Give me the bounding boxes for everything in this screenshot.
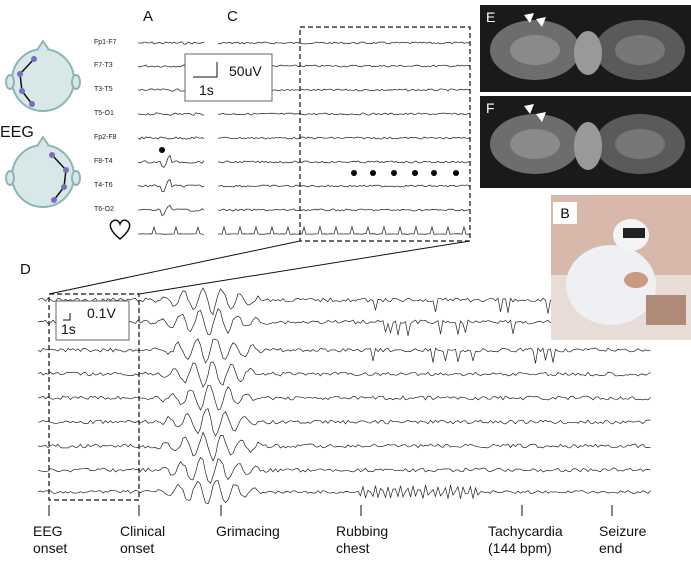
eeg-trace [137,112,205,116]
event-label-line1: Seizure [599,523,647,539]
scale-bar-c [193,62,218,78]
event-label-line1: EEG [33,523,63,539]
panel-letter-b: B [553,202,577,224]
event-label-line1: Grimacing [216,523,280,539]
eeg-trace [37,338,651,364]
eeg-trace [37,384,651,411]
head-diagram-left [5,39,81,112]
mri-image-f [490,104,685,174]
mri-panel-f: F [480,96,691,188]
eeg-trace [218,225,470,235]
channel-label: Fp2-F8 [94,134,117,141]
event-label-line2: chest [336,540,370,556]
event-label-line2: onset [33,540,68,556]
eeg-trace [218,184,471,188]
eeg-trace [137,178,205,193]
mri-panel-e: E [480,5,691,92]
event-label: Grimacing [216,523,280,540]
patient-photo: B [551,195,691,340]
eeg-trace [217,208,471,212]
eeg-trace [37,480,651,505]
spike-markers-c [351,170,459,176]
eeg-trace [138,41,205,45]
channel-label: T5-O1 [94,110,114,117]
event-label-line2: end [599,540,623,556]
event-label: Tachycardia(144 bpm) [488,523,563,557]
channel-label: Fp1-F7 [94,39,117,46]
event-label-line1: Rubbing [336,523,389,539]
channel-label: T3-T5 [94,86,113,93]
mri-image-e [490,13,685,80]
event-ticks [48,505,613,516]
eeg-trace [137,136,205,140]
eeg-traces-panel-d [37,287,651,505]
event-label-line2: (144 bpm) [488,540,552,556]
eeg-trace [138,225,205,235]
scale-amplitude-c: 50uV [229,63,262,79]
scale-bar-d [63,313,71,321]
event-label-line1: Clinical [120,523,166,539]
eeg-trace [37,361,651,388]
channel-label: T4-T6 [94,182,113,189]
zoom-line-left [48,240,301,295]
zoom-line-right [138,240,471,295]
eeg-trace [137,154,205,168]
eeg-trace [217,41,471,45]
event-label-line1: Tachycardia [488,523,563,539]
channel-label: F7-T3 [94,62,113,69]
eeg-trace [138,204,205,217]
panel-letter-c: C [227,8,238,25]
heart-outline-icon [109,219,131,240]
eeg-trace [37,407,651,437]
event-label-line2: onset [120,540,155,556]
eeg-trace [37,431,651,462]
scale-time-d: 1s [61,321,76,337]
eeg-trace [217,112,471,116]
spike-marker-a [159,147,165,153]
zoom-box-c [299,26,471,242]
eeg-trace [37,308,651,336]
panel-letter-d: D [20,261,31,278]
eeg-trace [37,456,651,484]
eeg-trace [37,287,651,316]
channel-label: T6-O2 [94,206,114,213]
zoom-box-d [48,293,140,501]
channel-label: F8-T4 [94,158,113,165]
panel-letter-f: F [486,100,495,116]
scale-amplitude-d: 0.1V [87,305,116,321]
eeg-label: EEG [0,124,34,141]
panel-letter-e: E [486,9,496,25]
eeg-trace [217,136,471,140]
panel-letter-a: A [143,8,154,25]
head-diagram-right [5,135,81,208]
scale-time-c: 1s [199,82,214,98]
eeg-trace [217,160,471,164]
